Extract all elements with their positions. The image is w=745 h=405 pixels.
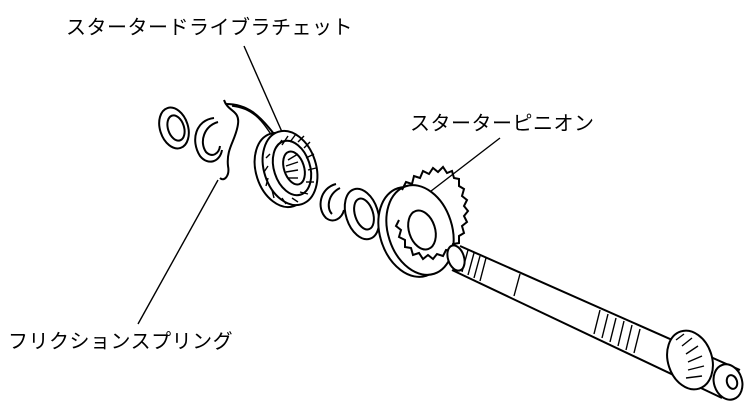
- label-starter-pinion: スターターピニオン: [410, 111, 595, 135]
- thrust-washer-middle: [343, 187, 381, 241]
- thrust-washer-left: [158, 106, 190, 150]
- label-starter-drive-ratchet: スタータードライブラチェット: [66, 15, 353, 39]
- label-friction-spring: フリクションスプリング: [8, 329, 234, 353]
- circlip-left: [194, 117, 223, 163]
- leader-line-spring: [137, 179, 219, 325]
- friction-spring: [219, 99, 275, 181]
- starter-shaft: [446, 244, 744, 401]
- circlip-middle: [319, 183, 345, 222]
- shaft-gear-end: [666, 329, 744, 401]
- starter-drive-ratchet: [253, 129, 319, 209]
- starter-pinion: [377, 165, 470, 278]
- leader-line-pinion: [421, 137, 501, 199]
